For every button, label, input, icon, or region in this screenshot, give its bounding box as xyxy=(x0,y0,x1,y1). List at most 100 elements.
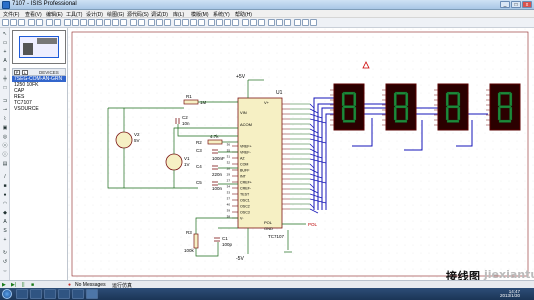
undo-icon[interactable] xyxy=(130,19,137,26)
pick-device-icon[interactable] xyxy=(208,19,215,26)
text-script-mode-icon[interactable]: ≡ xyxy=(3,67,7,73)
rotate-ccw-icon[interactable]: ↺ xyxy=(2,259,8,265)
taskbar-app-icon[interactable] xyxy=(30,289,42,299)
menu-system[interactable]: 系统(Y) xyxy=(213,12,230,18)
netlist-ares-icon[interactable] xyxy=(310,19,317,26)
exit-to-parent-icon[interactable] xyxy=(284,19,291,26)
origin-icon[interactable] xyxy=(80,19,87,26)
open-icon[interactable] xyxy=(10,19,17,26)
taskbar-app-icon[interactable] xyxy=(72,289,84,299)
block-copy-icon[interactable] xyxy=(174,19,181,26)
maximize-button[interactable]: □ xyxy=(511,1,521,8)
r3-resistor[interactable] xyxy=(193,233,199,249)
new-icon[interactable] xyxy=(2,19,9,26)
refresh-icon[interactable] xyxy=(64,19,71,26)
marker-mode-icon[interactable]: + xyxy=(3,237,7,243)
menu-file[interactable]: 文件(F) xyxy=(3,12,20,18)
virtual-instruments-icon[interactable]: ▤ xyxy=(2,161,8,167)
box-mode-icon[interactable]: ■ xyxy=(3,183,7,189)
bus-mode-icon[interactable]: ╪ xyxy=(3,76,7,82)
voltage-probe-icon[interactable]: ⓥ xyxy=(2,143,8,149)
menu-design[interactable]: 设计(D) xyxy=(86,12,103,18)
menu-source[interactable]: 源代码(S) xyxy=(127,12,149,18)
circle-mode-icon[interactable]: ● xyxy=(3,192,7,198)
package-tool-icon[interactable] xyxy=(224,19,231,26)
stop-button[interactable]: ■ xyxy=(31,282,35,288)
zoom-out-icon[interactable] xyxy=(104,19,111,26)
zoom-area-icon[interactable] xyxy=(120,19,127,26)
graph-mode-icon[interactable]: ⌇ xyxy=(3,116,7,122)
pan-icon[interactable] xyxy=(88,19,95,26)
minimize-button[interactable]: _ xyxy=(500,1,510,8)
import-icon[interactable] xyxy=(28,19,35,26)
menu-tools[interactable]: 工具(T) xyxy=(66,12,83,18)
copy-icon[interactable] xyxy=(156,19,163,26)
paste-icon[interactable] xyxy=(164,19,171,26)
redo-icon[interactable] xyxy=(138,19,145,26)
v1-source[interactable] xyxy=(165,153,183,171)
r2-resistor[interactable] xyxy=(207,139,223,145)
block-rotate-icon[interactable] xyxy=(190,19,197,26)
print-area-icon[interactable] xyxy=(54,19,61,26)
property-icon[interactable] xyxy=(258,19,265,26)
line-mode-icon[interactable]: / xyxy=(4,174,6,180)
step-button[interactable]: ▶| xyxy=(11,282,17,288)
menu-help[interactable]: 帮助(H) xyxy=(235,12,252,18)
new-sheet-icon[interactable] xyxy=(268,19,275,26)
export-icon[interactable] xyxy=(36,19,43,26)
block-move-icon[interactable] xyxy=(182,19,189,26)
r1-resistor[interactable] xyxy=(183,99,199,105)
make-device-icon[interactable] xyxy=(216,19,223,26)
junction-mode-icon[interactable]: + xyxy=(3,49,7,55)
block-delete-icon[interactable] xyxy=(198,19,205,26)
probe-marker-icon[interactable] xyxy=(362,61,370,69)
bom-icon[interactable] xyxy=(294,19,301,26)
tc7107-chip[interactable]: U1 TC7107 V+ VIN ACOM POL GND VREF+36VRE… xyxy=(227,90,310,239)
erc-icon[interactable] xyxy=(302,19,309,26)
menu-edit[interactable]: 编辑(E) xyxy=(46,12,63,18)
symbol-mode-icon[interactable]: S xyxy=(3,228,7,234)
play-button[interactable]: ▶ xyxy=(2,282,6,288)
messages-status[interactable]: No Messages xyxy=(75,282,106,288)
taskbar-isis-icon[interactable] xyxy=(86,289,98,299)
tape-recorder-icon[interactable]: ▣ xyxy=(2,125,8,131)
pause-button[interactable]: || xyxy=(22,282,25,288)
text-mode-icon[interactable]: A xyxy=(3,219,7,225)
rotate-cw-icon[interactable]: ↻ xyxy=(2,250,8,256)
subcircuit-mode-icon[interactable]: □ xyxy=(3,85,7,91)
remove-sheet-icon[interactable] xyxy=(276,19,283,26)
seven-segment-displays[interactable] xyxy=(330,83,521,131)
current-probe-icon[interactable]: ⓘ xyxy=(2,152,8,158)
terminals-mode-icon[interactable]: ⊐ xyxy=(2,98,8,104)
taskbar-app-icon[interactable] xyxy=(44,289,56,299)
decompose-icon[interactable] xyxy=(232,19,239,26)
pick-devices-button[interactable]: P xyxy=(14,70,20,75)
search-icon[interactable] xyxy=(250,19,257,26)
wire-label-mode-icon[interactable]: A xyxy=(3,58,7,64)
zoom-in-icon[interactable] xyxy=(96,19,103,26)
print-icon[interactable] xyxy=(46,19,53,26)
close-button[interactable]: x xyxy=(522,1,532,8)
device-item[interactable]: VSOURCE xyxy=(14,106,39,112)
overview-window[interactable] xyxy=(12,30,66,64)
start-button[interactable] xyxy=(2,289,12,299)
selection-mode-icon[interactable]: ↖ xyxy=(2,31,8,37)
v2-source[interactable] xyxy=(115,131,133,149)
device-item[interactable]: 7SEG-COM-AN-GRN xyxy=(12,76,66,82)
menu-template[interactable]: 模版(M) xyxy=(191,12,209,18)
device-item[interactable]: 1250 10FK xyxy=(14,82,39,88)
menu-library[interactable]: 库(L) xyxy=(173,12,185,18)
wire-autorouter-icon[interactable] xyxy=(242,19,249,26)
schematic-drawing[interactable]: U1 TC7107 V+ VIN ACOM POL GND VREF+36VRE… xyxy=(68,28,534,280)
arc-mode-icon[interactable]: ◠ xyxy=(2,201,8,207)
taskbar-app-icon[interactable] xyxy=(58,289,70,299)
library-manager-button[interactable]: L xyxy=(22,70,28,75)
menu-debug[interactable]: 调试(D) xyxy=(151,12,168,18)
zoom-all-icon[interactable] xyxy=(112,19,119,26)
device-item[interactable]: CAP xyxy=(14,88,25,94)
cut-icon[interactable] xyxy=(148,19,155,26)
menu-view[interactable]: 查看(V) xyxy=(25,12,42,18)
taskbar-app-icon[interactable] xyxy=(16,289,28,299)
menu-graph[interactable]: 绘图(G) xyxy=(107,12,125,18)
